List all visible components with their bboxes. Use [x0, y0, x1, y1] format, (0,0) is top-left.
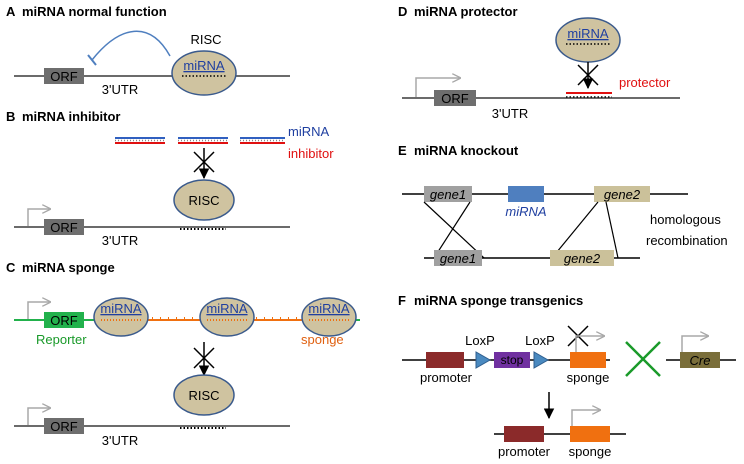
- stop-label: stop: [501, 353, 524, 367]
- orf-box: [44, 219, 84, 235]
- cre-label: Cre: [690, 353, 711, 368]
- orf-label: ORF: [50, 69, 78, 84]
- panel-d: D miRNA protector miRNA protector ORF 3'…: [398, 4, 680, 121]
- gene1-box: [424, 186, 472, 202]
- sponge-label: sponge: [567, 370, 610, 385]
- orf-box: [44, 418, 84, 434]
- gene2-label: gene2: [604, 187, 641, 202]
- mirna-gene-box: [508, 186, 544, 202]
- risc-label: RISC: [190, 32, 221, 47]
- orf-label: ORF: [50, 419, 78, 434]
- panel-d-letter: D: [398, 4, 407, 19]
- utr-label: 3'UTR: [492, 106, 528, 121]
- risc-bound-2: miRNA: [199, 297, 255, 337]
- mirna-label: miRNA: [100, 301, 141, 316]
- loxp-label-2: LoxP: [525, 333, 555, 348]
- cre-box: [680, 352, 720, 368]
- panel-a-title: miRNA normal function: [22, 4, 167, 19]
- stop-cassette: [494, 352, 530, 368]
- loxp-site-1: [475, 351, 492, 369]
- mirna-label: miRNA: [183, 58, 224, 73]
- reporter-label: Reporter: [36, 332, 87, 347]
- promoter-label-2: promoter: [498, 444, 551, 459]
- crossover-2b: [605, 201, 619, 259]
- panel-c: C miRNA sponge ORF Reporter sponge miRNA…: [6, 260, 360, 448]
- mirna-legend: miRNA: [288, 124, 329, 139]
- risc-label: RISC: [188, 193, 219, 208]
- block-cross-b: [193, 151, 215, 173]
- crossover-1b: [433, 201, 471, 259]
- mirna-gene-label: miRNA: [505, 204, 546, 219]
- loxp-label-1: LoxP: [465, 333, 495, 348]
- utr-label: 3'UTR: [102, 433, 138, 448]
- panel-f: F miRNA sponge transgenics promoter LoxP…: [398, 293, 736, 459]
- sponge-promoter-arrow-2: [571, 410, 600, 426]
- mirna-label: miRNA: [567, 26, 608, 41]
- panel-d-title: miRNA protector: [414, 4, 518, 19]
- duplex-3: [240, 137, 285, 144]
- promoter-arrow: [27, 209, 50, 227]
- orf-box: [44, 312, 84, 328]
- promoter-arrow: [415, 78, 460, 98]
- panel-f-letter: F: [398, 293, 406, 308]
- inhibitor-legend: inhibitor: [288, 146, 334, 161]
- panel-b-title: miRNA inhibitor: [22, 109, 120, 124]
- risc-bound-3: miRNA: [301, 297, 357, 337]
- promoter-arrow: [27, 408, 50, 426]
- orf-label: ORF: [50, 220, 78, 235]
- block-cross-b: [577, 64, 599, 86]
- panel-e: E miRNA knockout gene1 miRNA gene2 homol…: [398, 143, 728, 266]
- recombination-label: recombination: [646, 233, 728, 248]
- risc-complex: [173, 179, 235, 221]
- crossover-1a: [423, 201, 485, 259]
- panel-e-letter: E: [398, 143, 407, 158]
- gene1-arm: [434, 250, 482, 266]
- duplex-1: [115, 137, 165, 144]
- utr-label: 3'UTR: [102, 233, 138, 248]
- duplex-2: [178, 137, 228, 144]
- promoter-box: [426, 352, 464, 368]
- panel-c-title: miRNA sponge: [22, 260, 115, 275]
- repression-arc: [91, 30, 171, 61]
- orf-box: [44, 68, 84, 84]
- crossover-2a: [551, 201, 599, 259]
- sponge-label-2: sponge: [569, 444, 612, 459]
- gene2-arm-label: gene2: [564, 251, 601, 266]
- panel-a-letter: A: [6, 4, 16, 19]
- promoter-label: promoter: [420, 370, 473, 385]
- sponge-promoter-arrow: [575, 336, 604, 352]
- promoter-box-2: [504, 426, 544, 442]
- gene2-arm: [550, 250, 614, 266]
- protector-label: protector: [619, 75, 671, 90]
- panel-e-title: miRNA knockout: [414, 143, 519, 158]
- panel-c-letter: C: [6, 260, 16, 275]
- sponge-box: [570, 352, 606, 368]
- panel-a: A miRNA normal function ORF 3'UTR RISC m…: [6, 4, 290, 97]
- orf-label: ORF: [50, 313, 78, 328]
- orf-box: [434, 90, 476, 106]
- cross-green-b: [625, 341, 661, 377]
- block-cross-b: [193, 347, 215, 369]
- risc-complex: [171, 50, 237, 96]
- mirna-label: miRNA: [206, 301, 247, 316]
- utr-label: 3'UTR: [102, 82, 138, 97]
- gene1-label: gene1: [430, 187, 466, 202]
- panel-f-title: miRNA sponge transgenics: [414, 293, 583, 308]
- promoter-arrow: [27, 302, 50, 320]
- gene1-arm-label: gene1: [440, 251, 476, 266]
- gene2-box: [594, 186, 650, 202]
- risc-complex: [173, 374, 235, 416]
- risc-bound-1: miRNA: [93, 297, 149, 337]
- panel-b: B miRNA inhibitor miRNA inhibitor RISC: [6, 109, 334, 248]
- sponge-box-2: [570, 426, 610, 442]
- mirna-label: miRNA: [308, 301, 349, 316]
- repression-bar: [87, 54, 97, 66]
- orf-label: ORF: [441, 91, 469, 106]
- risc-label: RISC: [188, 388, 219, 403]
- loxp-site-2: [533, 351, 550, 369]
- panel-b-letter: B: [6, 109, 15, 124]
- cre-promoter-arrow: [681, 336, 708, 352]
- homologous-label: homologous: [650, 212, 721, 227]
